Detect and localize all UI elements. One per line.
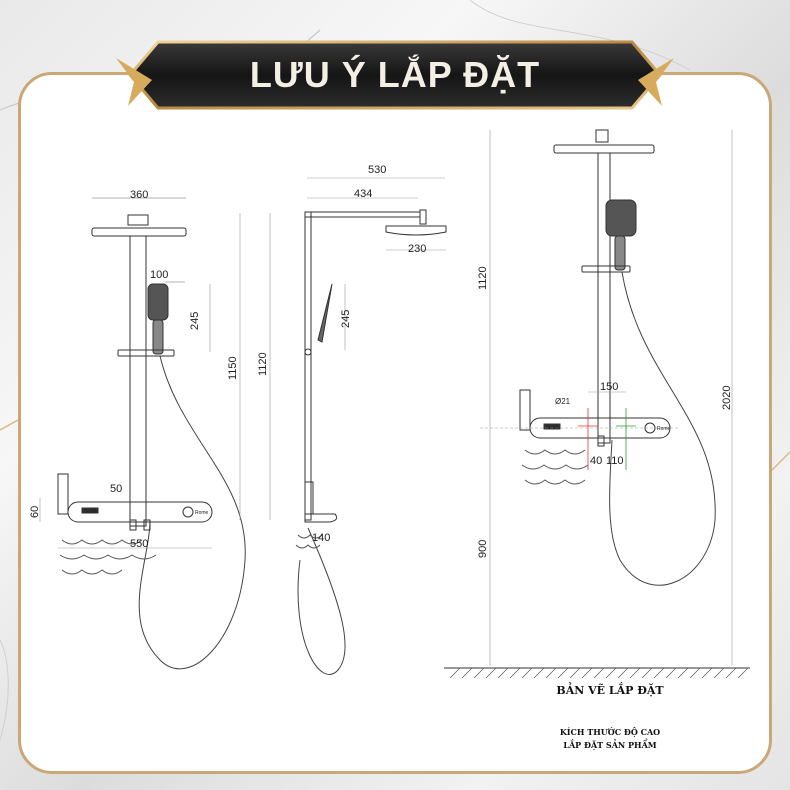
front-top-width-label: 360 <box>130 189 148 201</box>
front-total-height-label: 1150 <box>227 356 239 380</box>
install-panel-brand-text: Rome <box>657 426 671 432</box>
side-handset-height-label: 245 <box>340 310 352 328</box>
install-total-height-label: 2020 <box>721 386 733 410</box>
install-top-height-label: 1120 <box>477 266 489 290</box>
front-body-height-label: 1120 <box>257 352 269 376</box>
front-handset-width-label: 100 <box>150 269 168 281</box>
drawing-title-caption: BẢN VẼ LẮP ĐẶT <box>556 684 664 697</box>
front-panel-offset-label: 50 <box>110 483 122 495</box>
right-gold-arrow-icon <box>638 58 674 106</box>
page-title: LƯU Ý LẮP ĐẶT <box>249 54 541 95</box>
drawing-card <box>18 72 772 774</box>
install-pipe-diameter-label: Ø21 <box>555 397 571 406</box>
install-pipe-spacing-label: 150 <box>600 381 618 393</box>
front-panel-brand-text: Rome <box>195 510 209 516</box>
side-arm-reach-label: 434 <box>354 188 372 200</box>
front-panel-width-label: 550 <box>130 538 148 550</box>
front-handset-height-label: 245 <box>189 312 201 330</box>
front-panel-height-label: 60 <box>29 506 41 518</box>
install-left-offset-label: 40 <box>590 455 602 467</box>
install-view <box>444 129 750 679</box>
side-panel-depth-label: 140 <box>312 532 330 544</box>
note-line1-caption: KÍCH THƯỚC ĐỘ CAO <box>559 727 661 737</box>
left-gold-arrow-icon <box>116 58 152 106</box>
install-panel-screen-text: 88:88 <box>546 425 559 431</box>
install-floor-height-label: 900 <box>477 540 489 558</box>
note-line2-caption: LẮP ĐẶT SẢN PHẨM <box>563 740 657 750</box>
front-view <box>39 197 271 670</box>
front-panel-screen-text: 88:88 <box>84 509 97 515</box>
side-head-diameter-label: 230 <box>408 243 426 255</box>
install-right-offset-label: 110 <box>606 455 624 467</box>
side-view <box>295 177 447 675</box>
side-arm-length-label: 530 <box>368 164 386 176</box>
